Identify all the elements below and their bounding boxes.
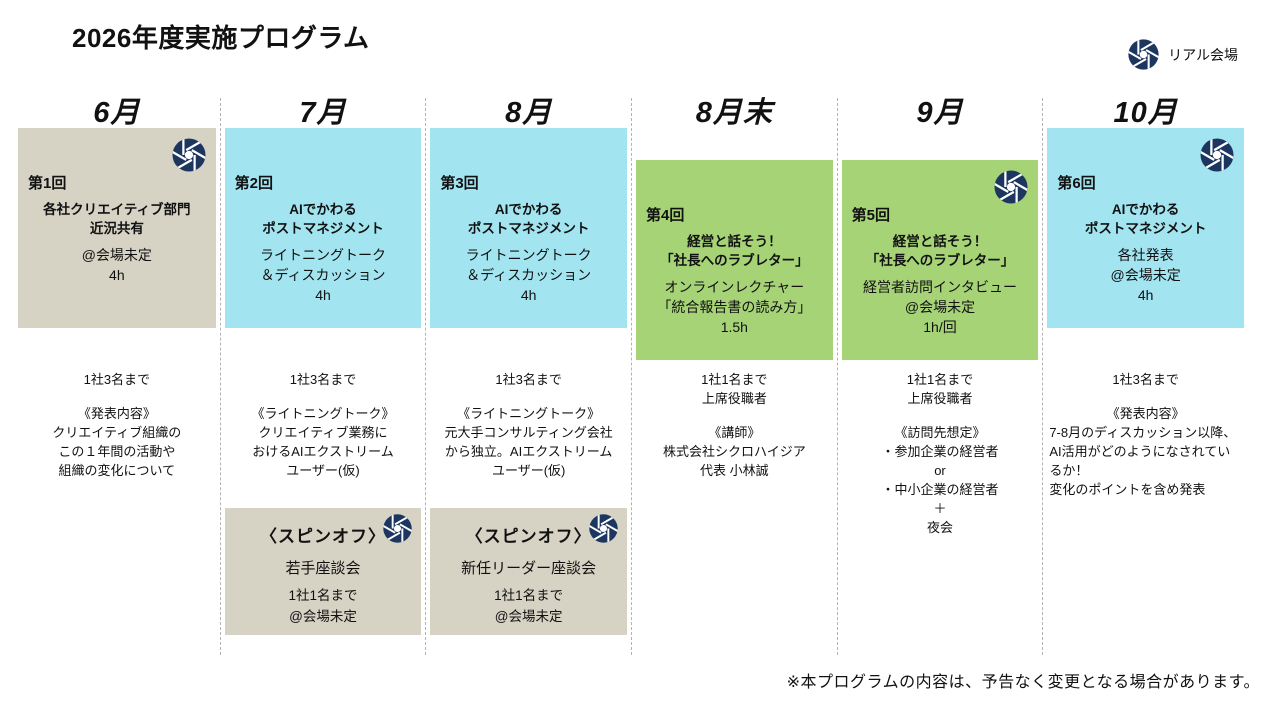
- session-card-3: 第3回 AIでかわる ポストマネジメント ライトニングトーク ＆ディスカッション…: [430, 128, 627, 328]
- session-number: 第6回: [1057, 175, 1096, 192]
- notes-text: 《ライトニングトーク》 元大手コンサルティング会社 から独立。AIエクストリーム…: [444, 406, 613, 478]
- session-details: @会場未定 4h: [81, 247, 152, 283]
- session-notes: 1社3名まで 《発表内容》 7-8月のディスカッション以降、 AI活用がどのよう…: [1045, 370, 1246, 499]
- session-number: 第2回: [234, 175, 273, 192]
- notes-text: 《講師》 株式会社シクロハイジア 代表 小林誠: [662, 425, 806, 478]
- session-number: 第5回: [851, 207, 890, 224]
- session-details: 各社発表 @会場未定 4h: [1110, 247, 1181, 303]
- capacity-text: 1社3名まで: [1112, 372, 1179, 387]
- spinoff-card: 〈スピンオフ〉 若手座談会 1社1名まで @会場未定: [224, 508, 422, 635]
- session-card-6: 第6回 AIでかわる ポストマネジメント 各社発表 @会場未定 4h: [1047, 128, 1244, 328]
- spinoff-details: 1社1名まで @会場未定: [494, 588, 564, 624]
- session-details: 経営者訪問インタビュー @会場未定 1h/回: [862, 279, 1017, 335]
- session-title: AIでかわる ポストマネジメント: [467, 202, 590, 236]
- month-header: 7月: [299, 97, 347, 129]
- session-notes: 1社3名まで 《ライトニングトーク》 元大手コンサルティング会社 から独立。AI…: [428, 370, 629, 480]
- notes-text: 《訪問先想定》 ・参加企業の経営者 or ・中小企業の経営者 ＋ 夜会: [881, 425, 999, 535]
- session-card-5: 第5回 経営と話そう！ 「社長へのラブレター」 経営者訪問インタビュー @会場未…: [841, 160, 1039, 360]
- month-header: 10月: [1113, 97, 1178, 129]
- capacity-text: 1社3名まで: [83, 372, 151, 387]
- month-header: 8月末: [695, 97, 773, 129]
- legend-real-venue: リアル会場: [1127, 38, 1238, 71]
- month-header: 6月: [93, 97, 141, 129]
- month-column-late-august: 8月末 第4回 経営と話そう！ 「社長へのラブレター」 オンラインレクチャー 「…: [631, 98, 837, 655]
- session-number: 第3回: [440, 175, 479, 192]
- legend-label: リアル会場: [1168, 46, 1238, 63]
- notes-text: 《発表内容》 クリエイティブ組織の この１年間の活動や 組織の変化について: [52, 406, 182, 478]
- capacity-text: 1社3名まで: [495, 372, 562, 387]
- session-notes: 1社3名まで 《発表内容》 クリエイティブ組織の この１年間の活動や 組織の変化…: [16, 370, 218, 480]
- session-title: AIでかわる ポストマネジメント: [262, 202, 384, 236]
- session-details: ライトニングトーク ＆ディスカッション 4h: [259, 247, 386, 303]
- notes-text: 7-8月のディスカッション以降、 AI活用がどのようになされてい るか！ 変化の…: [1049, 425, 1237, 497]
- capacity-text: 1社3名まで: [289, 372, 357, 387]
- aperture-icon: [993, 169, 1029, 205]
- month-column-october: 10月 第6回 AIでかわる ポストマネジメント 各社発表 @会場未定 4h 1…: [1042, 98, 1248, 655]
- session-title: 経営と話そう！ 「社長へのラブレター」: [865, 234, 1015, 268]
- spinoff-label: 〈スピンオフ〉: [259, 527, 386, 546]
- session-card-2: 第2回 AIでかわる ポストマネジメント ライトニングトーク ＆ディスカッション…: [224, 128, 422, 328]
- session-details: オンラインレクチャー 「統合報告書の読み方」 1.5h: [657, 279, 812, 335]
- spinoff-card: 〈スピンオフ〉 新任リーダー座談会 1社1名まで @会場未定: [430, 508, 627, 635]
- month-column-september: 9月 第5回 経営と話そう！ 「社長へのラブレター」 経営者訪問インタビュー @…: [836, 97, 1043, 655]
- session-notes: 1社3名まで 《ライトニングトーク》 クリエイティブ業務に おけるAIエクストリ…: [223, 370, 424, 480]
- spinoff-label: 〈スピンオフ〉: [465, 527, 592, 546]
- session-number: 第4回: [646, 207, 685, 224]
- spinoff-title: 若手座談会: [285, 560, 361, 577]
- session-details: ライトニングトーク ＆ディスカッション 4h: [465, 247, 592, 303]
- session-number: 第1回: [28, 175, 67, 192]
- month-column-august: 8月 第3回 AIでかわる ポストマネジメント ライトニングトーク ＆ディスカッ…: [425, 98, 631, 655]
- aperture-icon: [171, 137, 207, 173]
- month-header: 9月: [916, 97, 964, 129]
- session-card-1: 第1回 各社クリエイティブ部門 近況共有 @会場未定 4h: [18, 128, 216, 328]
- capacity-text: 1社1名まで 上席役職者: [906, 372, 974, 406]
- disclaimer-footnote: ※本プログラムの内容は、予告なく変更となる場合があります。: [786, 674, 1260, 691]
- capacity-text: 1社1名まで 上席役職者: [701, 372, 768, 406]
- session-notes: 1社1名まで 上席役職者 《訪問先想定》 ・参加企業の経営者 or ・中小企業の…: [840, 370, 1041, 537]
- aperture-icon: [588, 513, 619, 544]
- month-header: 8月: [505, 97, 553, 129]
- session-title: AIでかわる ポストマネジメント: [1084, 202, 1207, 236]
- page-title: 2026年度実施プログラム: [72, 23, 370, 53]
- aperture-icon: [382, 513, 413, 544]
- session-title: 経営と話そう！ 「社長へのラブレター」: [660, 234, 809, 268]
- session-notes: 1社1名まで 上席役職者 《講師》 株式会社シクロハイジア 代表 小林誠: [634, 370, 835, 480]
- notes-text: 《ライトニングトーク》 クリエイティブ業務に おけるAIエクストリーム ユーザー…: [251, 406, 395, 478]
- aperture-icon: [1127, 38, 1160, 71]
- spinoff-details: 1社1名まで @会場未定: [288, 588, 358, 624]
- aperture-icon: [1199, 137, 1235, 173]
- notes-heading: 《発表内容》: [1106, 406, 1185, 421]
- session-title: 各社クリエイティブ部門 近況共有: [43, 202, 191, 236]
- month-column-july: 7月 第2回 AIでかわる ポストマネジメント ライトニングトーク ＆ディスカッ…: [219, 97, 426, 655]
- session-card-4: 第4回 経営と話そう！ 「社長へのラブレター」 オンラインレクチャー 「統合報告…: [636, 160, 833, 360]
- month-column-june: 6月 第1回 各社クリエイティブ部門 近況共有 @会場未定 4h 1社3名まで …: [14, 98, 220, 655]
- spinoff-title: 新任リーダー座談会: [461, 560, 597, 577]
- schedule-board: 6月 第1回 各社クリエイティブ部門 近況共有 @会場未定 4h 1社3名まで …: [14, 98, 1248, 655]
